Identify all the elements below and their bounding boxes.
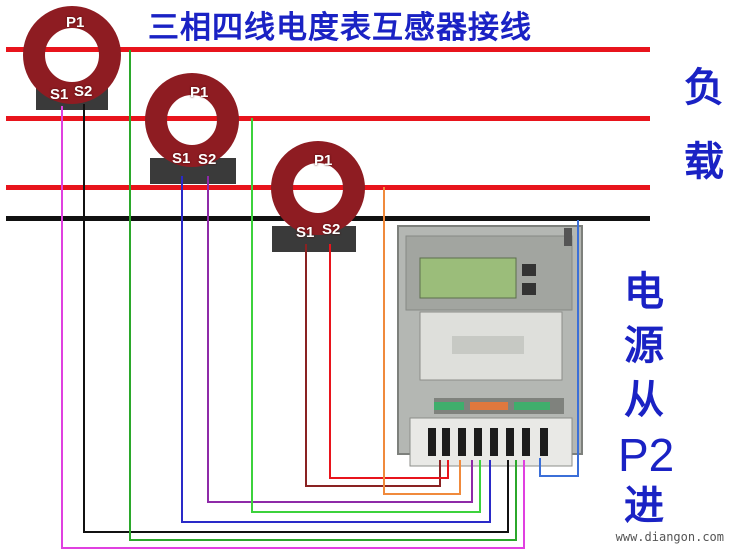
ct1-s1-label: S1 xyxy=(50,86,69,103)
wire-ct1-s1 xyxy=(61,106,525,549)
wire-ct2-s2 xyxy=(207,176,473,503)
phase-line-a xyxy=(6,47,650,52)
current-transformer-2 xyxy=(145,73,239,184)
source-label-char-2: 源 xyxy=(624,323,664,369)
current-transformer-1 xyxy=(23,6,121,110)
wire-ct3-s1 xyxy=(305,244,441,487)
wire-ct2-s1 xyxy=(181,176,491,523)
load-label-char-1: 负 xyxy=(684,65,724,111)
wire-ct3-s2 xyxy=(329,244,449,479)
source-label-char-4: P2 xyxy=(618,429,675,481)
ct3-s1-label: S1 xyxy=(296,224,315,241)
ct2-s1-label: S1 xyxy=(172,150,191,167)
ct2-s2-label: S2 xyxy=(198,151,217,168)
phase-line-c xyxy=(6,185,650,190)
ct2-p1-label: P1 xyxy=(190,84,209,101)
load-label-char-2: 载 xyxy=(684,139,724,185)
source-label-char-5: 进 xyxy=(624,483,664,529)
wire-ct1-s2 xyxy=(83,104,509,533)
ct3-s2-label: S2 xyxy=(322,221,341,238)
source-label-char-3: 从 xyxy=(624,377,664,423)
energy-meter xyxy=(397,225,583,467)
ct1-s2-label: S2 xyxy=(74,83,93,100)
source-label-char-1: 电 xyxy=(624,269,664,315)
phase-line-b xyxy=(6,116,650,121)
wire-phase-b-voltage xyxy=(251,118,481,513)
wire-phase-c-voltage xyxy=(383,187,461,495)
diagram-title: 三相四线电度表互感器接线 xyxy=(148,10,532,46)
watermark-url: www.diangon.com xyxy=(615,530,724,544)
ct3-p1-label: P1 xyxy=(314,152,333,169)
wire-phase-a-voltage xyxy=(129,50,517,541)
current-transformer-3 xyxy=(271,141,365,252)
ct1-p1-label: P1 xyxy=(66,14,85,31)
wire-neutral xyxy=(539,220,579,477)
